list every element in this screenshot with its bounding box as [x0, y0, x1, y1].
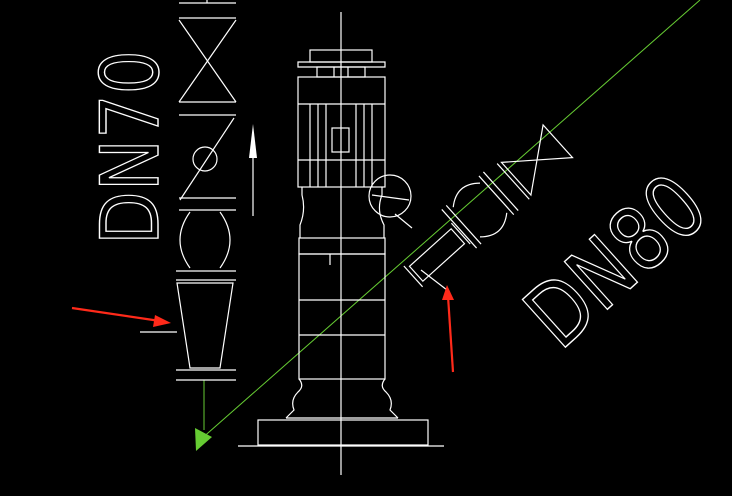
right-pipeline: [368, 123, 574, 291]
flow-direction-arrow: [249, 124, 257, 216]
red-arrow-left: [71, 306, 171, 327]
pump-base: [257, 419, 429, 446]
reducer-symbol: [176, 282, 234, 369]
red-arrow-right: [442, 285, 455, 373]
diag-flexible-joint: [452, 182, 508, 238]
label-dn70: DN70: [84, 50, 177, 245]
flexible-joint-symbol: [179, 211, 231, 269]
left-pipeline: [140, 0, 237, 381]
gate-valve-symbol: [178, 19, 237, 103]
label-dn80: DN80: [505, 154, 726, 368]
green-pipe-marker: [195, 428, 212, 451]
terminal-box: [331, 127, 350, 153]
check-valve-disc: [192, 146, 218, 172]
diag-gate-valve-symbol: [500, 123, 574, 197]
pressure-gauge: [368, 174, 412, 218]
motor-fins: [309, 104, 373, 187]
pump-casing: [298, 253, 386, 380]
green-pipe-line: [195, 0, 701, 451]
check-valve-symbol: [179, 117, 235, 201]
motor-body: [297, 76, 386, 188]
pump-assembly: [238, 12, 444, 475]
